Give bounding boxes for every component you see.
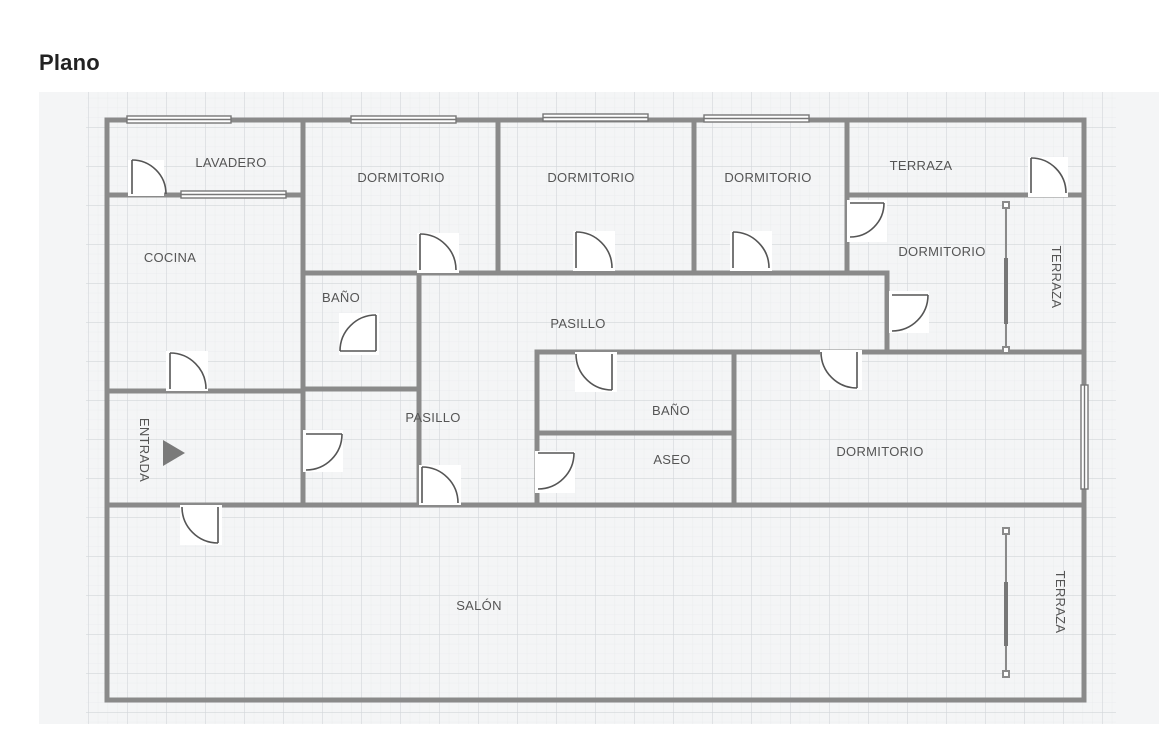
door	[573, 231, 615, 271]
room-label-terraza: TERRAZA	[890, 158, 953, 173]
door	[730, 231, 772, 271]
door	[339, 313, 379, 355]
page-title: Plano	[39, 50, 100, 75]
room-label-terraza: TERRAZA	[1053, 571, 1068, 634]
room-labels: LAVADERO DORMITORIO DORMITORIO DORMITORI…	[137, 155, 1068, 633]
door	[419, 465, 461, 505]
doors	[128, 157, 1068, 545]
door	[1028, 157, 1068, 197]
door	[820, 350, 862, 390]
room-label-dormitorio: DORMITORIO	[547, 170, 634, 185]
plan-grid	[86, 92, 1116, 724]
room-label-pasillo: PASILLO	[550, 316, 605, 331]
entrance-arrow-icon	[163, 440, 185, 466]
door	[128, 159, 167, 196]
door	[303, 430, 343, 472]
floor-plan: LAVADERO DORMITORIO DORMITORIO DORMITORI…	[39, 92, 1159, 724]
room-label-dormitorio: DORMITORIO	[836, 444, 923, 459]
door	[889, 291, 929, 333]
room-label-cocina: COCINA	[144, 250, 196, 265]
room-label-dormitorio: DORMITORIO	[724, 170, 811, 185]
room-label-pasillo: PASILLO	[405, 410, 460, 425]
room-label-entrada: ENTRADA	[137, 418, 152, 482]
room-label-salon: SALÓN	[456, 598, 502, 613]
door	[847, 200, 887, 242]
room-label-bano: BAÑO	[652, 403, 690, 418]
room-label-lavadero: LAVADERO	[195, 155, 266, 170]
door	[535, 451, 575, 493]
room-label-aseo: ASEO	[653, 452, 690, 467]
door	[575, 352, 617, 392]
room-label-dormitorio: DORMITORIO	[357, 170, 444, 185]
terraza-dividers	[1002, 201, 1010, 678]
floor-plan-drawing: LAVADERO DORMITORIO DORMITORIO DORMITORI…	[86, 92, 1116, 724]
door	[180, 505, 222, 545]
room-label-dormitorio: DORMITORIO	[898, 244, 985, 259]
room-label-bano: BAÑO	[322, 290, 360, 305]
room-label-terraza: TERRAZA	[1049, 246, 1064, 309]
windows	[126, 113, 1089, 490]
door	[166, 351, 208, 391]
door	[417, 233, 459, 273]
